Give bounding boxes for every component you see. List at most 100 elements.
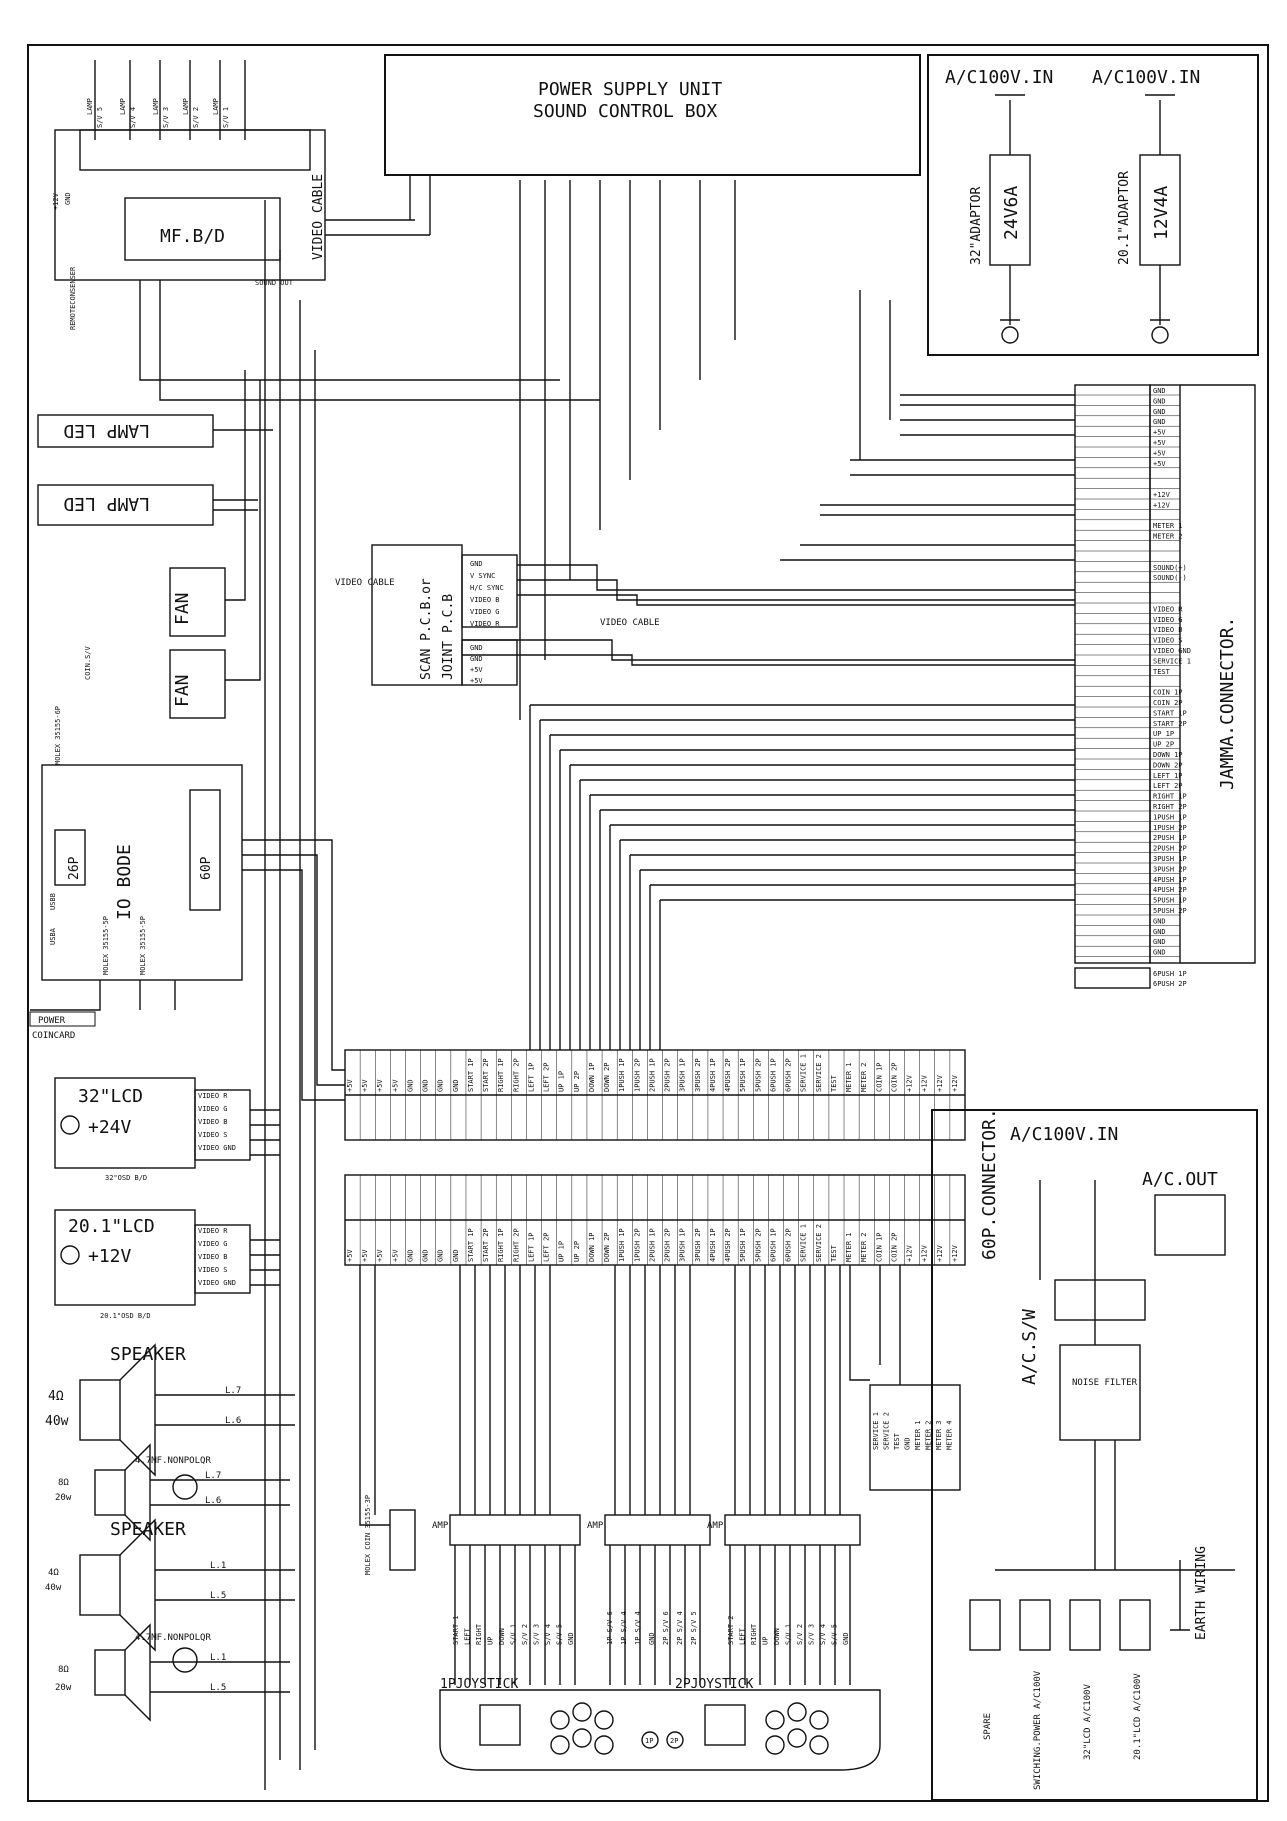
joystick-2p-pin: UP [762, 1637, 770, 1645]
conn60-bottom-label: TEST [830, 1244, 838, 1262]
conn60-top-label: COIN 1P [875, 1062, 883, 1092]
conn60-bottom-label: 1PUSH 1P [618, 1228, 626, 1262]
jamma-pin-label: TEST [1153, 668, 1171, 676]
conn60-bottom-label: UP 2P [573, 1241, 581, 1262]
conn60-bottom-label: +5V [391, 1249, 399, 1262]
jamma-pin-label: GND [1153, 938, 1166, 946]
conn60-top-label: METER 1 [845, 1062, 853, 1092]
jamma-pin-label: SOUND(-) [1153, 574, 1187, 582]
service-block-pin: METER 4 [946, 1420, 954, 1450]
conn60-top-label: START 2P [482, 1058, 490, 1092]
earth-wiring: EARTH WIRING [1194, 1546, 1209, 1640]
conn60-bottom-label: START 2P [482, 1228, 490, 1262]
joystick-1p-pin: S/V 5 [556, 1624, 564, 1645]
io-usba: USBA [49, 927, 57, 945]
ac-outlets: SPARE SWICHING.POWER A/C100V 32"LCD A/C1… [983, 1670, 1143, 1790]
ac-in: A/C100V.IN [1010, 1124, 1118, 1145]
jamma-pin-label: GND [1153, 397, 1166, 405]
conn60-top-label: COIN 2P [890, 1062, 898, 1092]
conn60-top-label: 1PUSH 2P [633, 1058, 641, 1092]
conn60-bottom-label: DOWN 1P [588, 1232, 596, 1262]
jamma-pin-label: 4PUSH 1P [1153, 876, 1187, 884]
joystick-2p-pin: S/V 5 [831, 1624, 839, 1645]
conn60-bottom-label: +12V [936, 1244, 944, 1262]
conn60-bottom-label: COIN 2P [890, 1232, 898, 1262]
jamma-pin-label: VIDEO S [1153, 637, 1183, 645]
adaptor-right-in: A/C100V.IN [1092, 67, 1200, 88]
adaptor-right-name: 20.1"ADAPTOR [1117, 171, 1132, 265]
jamma-title: JAMMA.CONNECTOR. [1217, 617, 1238, 790]
jamma-pin-label: VIDEO G [1153, 616, 1183, 624]
adaptor-left-rating: 24V6A [1001, 186, 1022, 240]
conn60-bottom-label: +12V [906, 1244, 914, 1262]
conn60-bottom-label: DOWN 2P [603, 1232, 611, 1262]
svg-text:GND: GND [470, 560, 483, 568]
joystick-1p-pin: S/V 4 [544, 1624, 552, 1645]
conn60-top-label: RIGHT 1P [497, 1058, 505, 1092]
conn60-top-label: GND [422, 1079, 430, 1092]
svg-text:VIDEO R: VIDEO R [198, 1227, 228, 1235]
svg-text:S/V 1: S/V 1 [222, 107, 230, 128]
conn60-top-label: RIGHT 2P [512, 1058, 520, 1092]
joystick-2p-pin: LEFT [739, 1627, 747, 1645]
svg-text:LAMP: LAMP [182, 98, 190, 115]
scan-title-2: JOINT P.C.B [441, 594, 456, 680]
jamma-pin-label: 2PUSH 2P [1153, 845, 1187, 853]
jamma-pin-label: 3PUSH 2P [1153, 865, 1187, 873]
jamma-pin-label: +12V [1153, 501, 1171, 509]
psu-title-1: POWER SUPPLY UNIT [538, 79, 722, 100]
joystick-mid-pin: 1P S/V 4 [620, 1611, 628, 1645]
conn60-top-label: 3PUSH 1P [679, 1058, 687, 1092]
service-block-pin: METER 2 [925, 1420, 933, 1450]
jamma-pin-label: +5V [1153, 460, 1166, 468]
conn60-top-label: +5V [346, 1079, 354, 1092]
joystick-1p-pin: S/V 2 [521, 1624, 529, 1645]
fan-1-label: FAN [172, 592, 193, 625]
joystick-btn-2p: 2P [670, 1737, 678, 1745]
svg-text:GND: GND [470, 644, 483, 652]
service-block-pin: GND [904, 1437, 912, 1450]
io-60p: 60P [199, 856, 214, 880]
svg-text:LAMP: LAMP [152, 98, 160, 115]
joystick-mid-pin: 2P S/V 6 [662, 1611, 670, 1645]
speaker-watt-3: 40w [45, 1583, 62, 1593]
conn60-top-label: SERVICE 1 [800, 1054, 808, 1092]
svg-text:L.5: L.5 [210, 1591, 226, 1601]
jamma-pin-label: COIN 2P [1153, 699, 1183, 707]
lcd32-osd: 32"OSD B/D [105, 1174, 147, 1182]
speaker-ohm-4: 8Ω [58, 1665, 69, 1675]
joystick-btn-1p: 1P [645, 1737, 653, 1745]
speaker-1-label: SPEAKER [110, 1344, 186, 1365]
io-title: IO BODE [114, 844, 135, 920]
svg-text:V SYNC: V SYNC [470, 572, 495, 580]
svg-text:SPARE: SPARE [983, 1713, 993, 1740]
lamp-led-2-label: LAMP LED [63, 493, 150, 514]
joystick-2p: 2PJOYSTICK [675, 1677, 753, 1692]
jamma-pin-label: 1PUSH 1P [1153, 813, 1187, 821]
conn60-top-label: START 1P [467, 1058, 475, 1092]
io-power: POWER [38, 1016, 66, 1026]
speaker-watt-4: 20w [55, 1683, 72, 1693]
scan-title-1: SCAN P.C.B.or [419, 578, 434, 680]
mfbd-gnd: GND [64, 192, 72, 205]
conn60-top-label: 4PUSH 1P [709, 1058, 717, 1092]
jamma-pin-label: COIN 1P [1153, 689, 1183, 697]
svg-text:S/V 2: S/V 2 [192, 107, 200, 128]
svg-text:VIDEO G: VIDEO G [470, 608, 500, 616]
io-molex-3: MOLEX 35155-5P [139, 916, 147, 975]
jamma-pin-label: VIDEO GND [1153, 647, 1191, 655]
conn60-bottom-label: COIN 1P [875, 1232, 883, 1262]
joystick-mid-pin: 1P S/V 6 [606, 1611, 614, 1645]
joystick-1p-pin: LEFT [464, 1627, 472, 1645]
svg-text:S/V 3: S/V 3 [162, 107, 170, 128]
mfbd-remote: REMOTECONSENSER [69, 266, 77, 330]
jamma-pin-label: GND [1153, 387, 1166, 395]
io-26p: 26P [67, 856, 82, 880]
conn60-top-label: +12V [921, 1074, 929, 1092]
conn60-top-label: 5PUSH 2P [754, 1058, 762, 1092]
fan-1 [169, 567, 226, 637]
conn60-bottom-label: RIGHT 1P [497, 1228, 505, 1262]
